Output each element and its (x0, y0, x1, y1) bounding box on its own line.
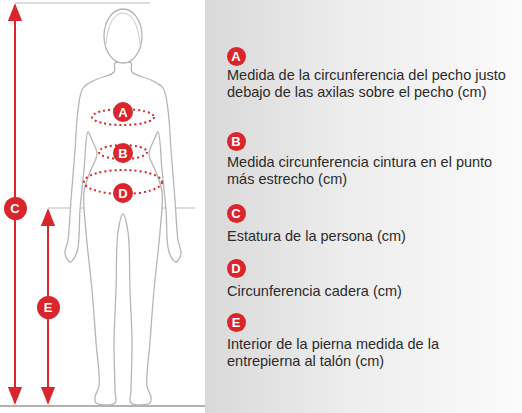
callout-letter-text: D (118, 187, 127, 200)
ground-line (0, 405, 205, 407)
callout-letter: B (227, 132, 246, 151)
body-outline (65, 62, 181, 405)
callout-letter-text: A (118, 106, 127, 119)
callout-letter: D (113, 183, 133, 203)
reference-line (15, 3, 150, 4)
head-outline (104, 9, 142, 63)
callout-letter: D (227, 259, 246, 278)
callout-letter: E (227, 313, 246, 332)
callout-letter-text: B (231, 135, 240, 148)
measure-description: Interior de la pierna medida de la entre… (227, 336, 509, 370)
callout-letter: C (4, 197, 27, 220)
callout-letter: C (227, 204, 246, 223)
measure-description: Circunferencia cadera (cm) (227, 283, 509, 300)
measure-description: Medida de la circunferencia del pecho ju… (227, 67, 509, 101)
callout-letter-text: E (44, 301, 53, 314)
callout-letter-text: E (232, 316, 241, 329)
callout-letter-text: A (231, 50, 240, 63)
callout-letter: E (37, 296, 60, 319)
waist-ring (99, 145, 147, 159)
callout-letter: A (113, 102, 133, 122)
measure-description: Medida circunferencia cintura en el punt… (227, 154, 509, 188)
callout-letter: A (227, 47, 246, 66)
callout-letter-text: C (231, 207, 240, 220)
measure-description: Estatura de la persona (cm) (227, 228, 509, 245)
callout-letter: B (113, 143, 133, 163)
callout-letter-text: D (231, 262, 240, 275)
callout-letter-text: B (118, 147, 127, 160)
callout-letter-text: C (10, 202, 19, 215)
hair-line (106, 13, 140, 44)
